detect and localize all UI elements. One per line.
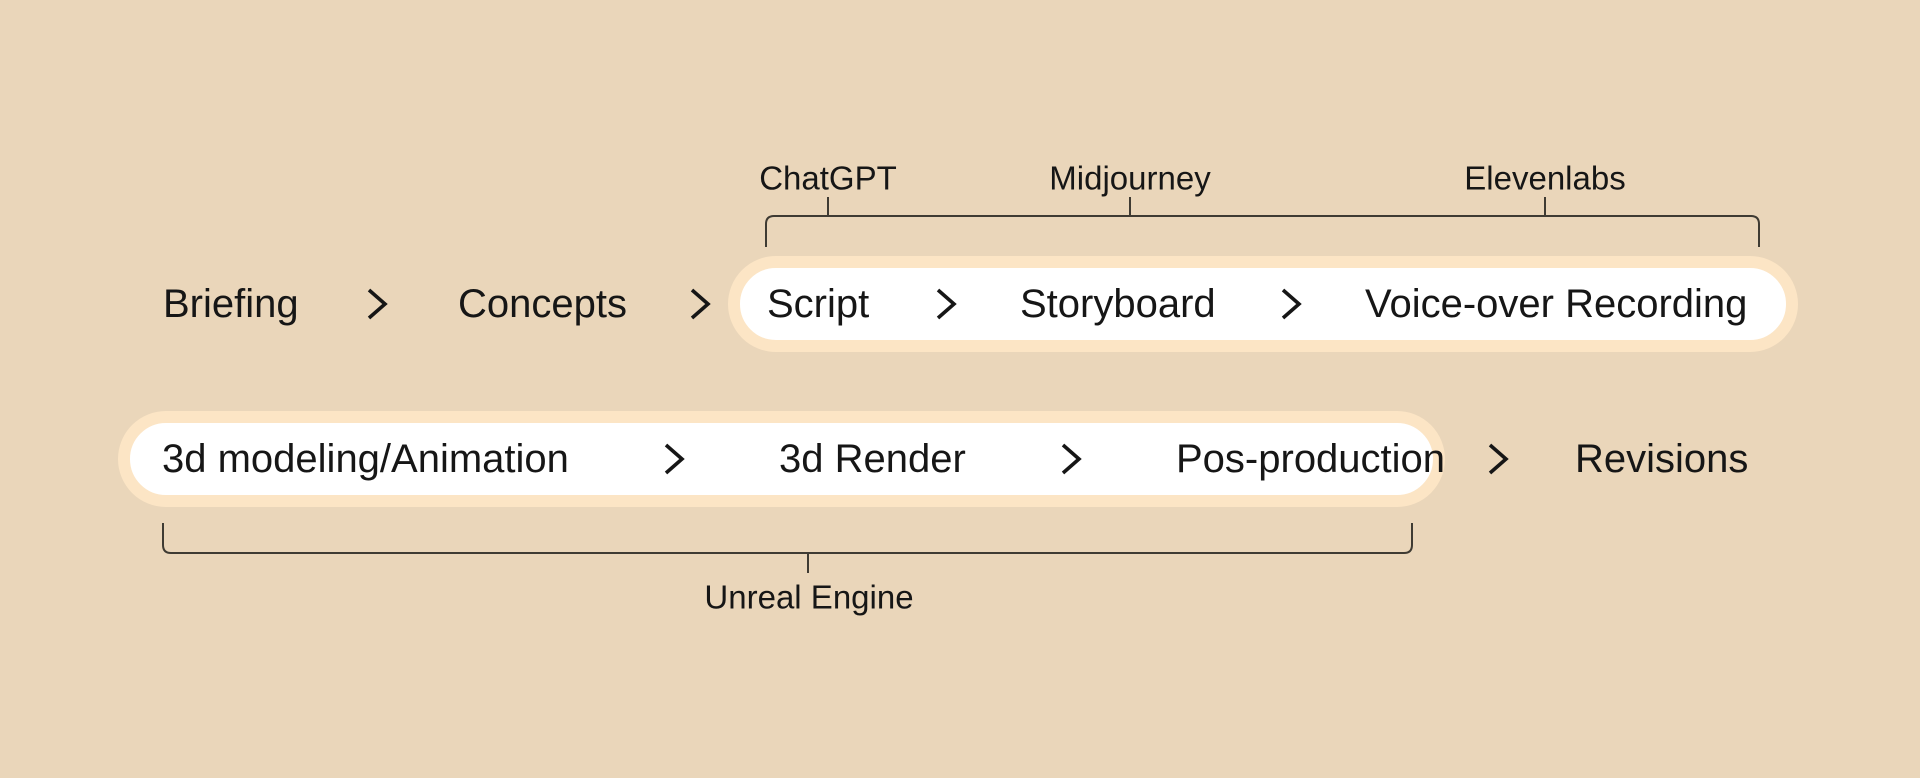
step-3d-render: 3d Render [779,437,966,481]
arrow-right-icon [1278,287,1304,321]
tool-label-unreal-engine: Unreal Engine [704,578,914,616]
bottom-bracket [162,523,1413,573]
unreal-stage-pill [118,411,1445,507]
ai-stage-pill [728,256,1798,352]
arrow-right-icon [687,287,713,321]
arrow-right-icon [1485,442,1511,476]
step-pos-production: Pos-production [1176,437,1446,481]
step-3d-modeling-animation: 3d modeling/Animation [162,437,569,481]
step-concepts: Concepts [458,282,627,326]
top-bracket [765,197,1760,247]
arrow-right-icon [661,442,687,476]
step-revisions: Revisions [1575,437,1749,481]
arrow-right-icon [1058,442,1084,476]
arrow-right-icon [364,287,390,321]
tool-label-midjourney: Midjourney [1049,159,1211,197]
step-script: Script [767,282,870,326]
tool-label-elevenlabs: Elevenlabs [1464,159,1626,197]
step-briefing: Briefing [163,282,299,326]
step-storyboard: Storyboard [1020,282,1216,326]
arrow-right-icon [933,287,959,321]
tool-label-chatgpt: ChatGPT [759,159,897,197]
step-voice-over-recording: Voice-over Recording [1365,282,1748,326]
